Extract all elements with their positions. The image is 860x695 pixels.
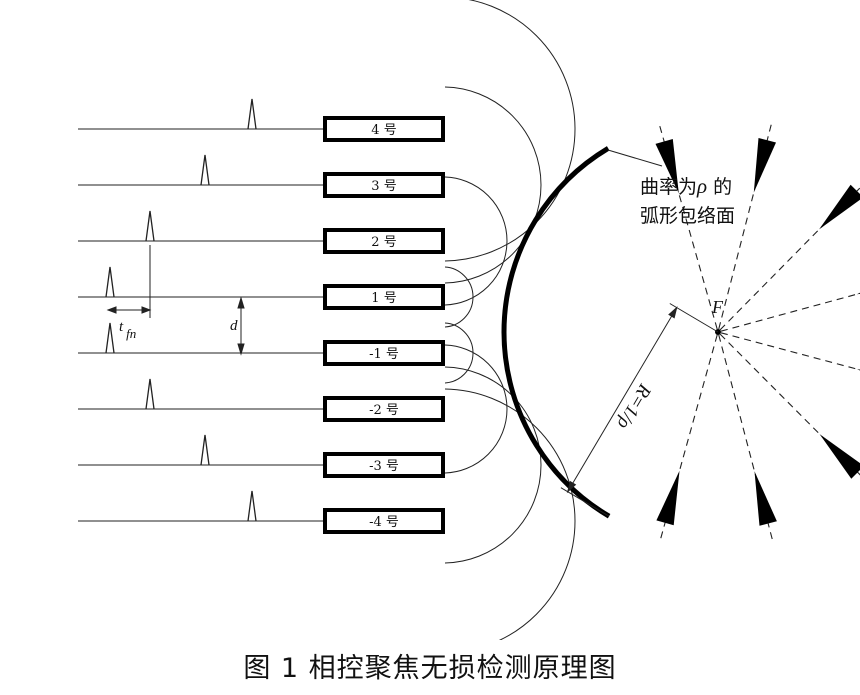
transducer-element: -3 号	[323, 452, 445, 478]
element-label: -1 号	[369, 347, 399, 362]
delay-pulse	[105, 266, 115, 298]
wavelet-arc-group	[445, 0, 576, 640]
focusing-ray	[717, 331, 860, 371]
focusing-ray-group	[655, 124, 860, 540]
element-label: -4 号	[369, 515, 399, 530]
delay-pulse	[247, 490, 257, 522]
focus-label: F	[711, 297, 724, 317]
element-label: 3 号	[371, 179, 396, 194]
phased-array-focusing-diagram: 4 号 3 号 2 号 1 号 -1 号 -2 号 -3 号 -4 号 F 曲率为ρ 的 弧形…	[78, 0, 860, 640]
ray-arrowhead	[819, 434, 860, 479]
wavelet-arc	[445, 344, 508, 474]
pitch-label: d	[230, 318, 238, 334]
wavelet-arc	[445, 388, 576, 640]
ray-arrowhead	[856, 292, 860, 295]
delay-pulse	[200, 154, 210, 186]
transducer-element: 3 号	[323, 172, 445, 198]
arc-envelope	[501, 146, 611, 519]
transducer-element: -2 号	[323, 396, 445, 422]
element-label: 2 号	[371, 235, 396, 250]
delay-pulse	[145, 378, 155, 410]
element-label: 1 号	[371, 291, 396, 306]
ray-arrowhead	[655, 139, 679, 194]
wavelet-arc	[445, 322, 474, 384]
transducer-element: 2 号	[323, 228, 445, 254]
radius-dimension	[560, 303, 719, 517]
delay-pulse	[145, 210, 155, 242]
wavelet-arc	[445, 366, 542, 564]
wavelet-arc	[445, 86, 542, 284]
element-label: -3 号	[369, 459, 399, 474]
wavelet-arc	[445, 0, 576, 262]
envelope-leader-line	[607, 149, 663, 167]
ray-arrowhead	[857, 369, 860, 371]
ray-arrowhead	[753, 138, 776, 193]
wavelet-arc	[445, 176, 508, 306]
delay-pulse	[247, 98, 257, 130]
delay-pulse-group	[78, 98, 325, 522]
ray-arrowhead	[819, 184, 860, 230]
envelope-annotation-line2: 弧形包络面	[640, 205, 735, 227]
pitch-dimension	[237, 296, 245, 356]
transducer-element: 4 号	[323, 116, 445, 142]
ray-arrowhead	[656, 470, 680, 526]
delay-pulse	[200, 434, 210, 466]
transducer-element: 1 号	[323, 284, 445, 310]
transducer-element: -1 号	[323, 340, 445, 366]
element-label: 4 号	[371, 123, 396, 138]
figure-caption: 图 1 相控聚焦无损检测原理图	[243, 653, 617, 684]
delay-pulse	[105, 322, 115, 354]
delay-dimension	[106, 245, 152, 318]
envelope-annotation-line1: 曲率为ρ 的	[640, 174, 732, 198]
transducer-element: -4 号	[323, 508, 445, 534]
wavelet-arc	[445, 266, 474, 328]
ray-arrowhead	[754, 471, 777, 526]
element-label: -2 号	[369, 403, 399, 418]
focusing-ray	[717, 292, 860, 333]
transducer-element-group: 4 号 3 号 2 号 1 号 -1 号 -2 号 -3 号 -4 号	[323, 116, 445, 534]
